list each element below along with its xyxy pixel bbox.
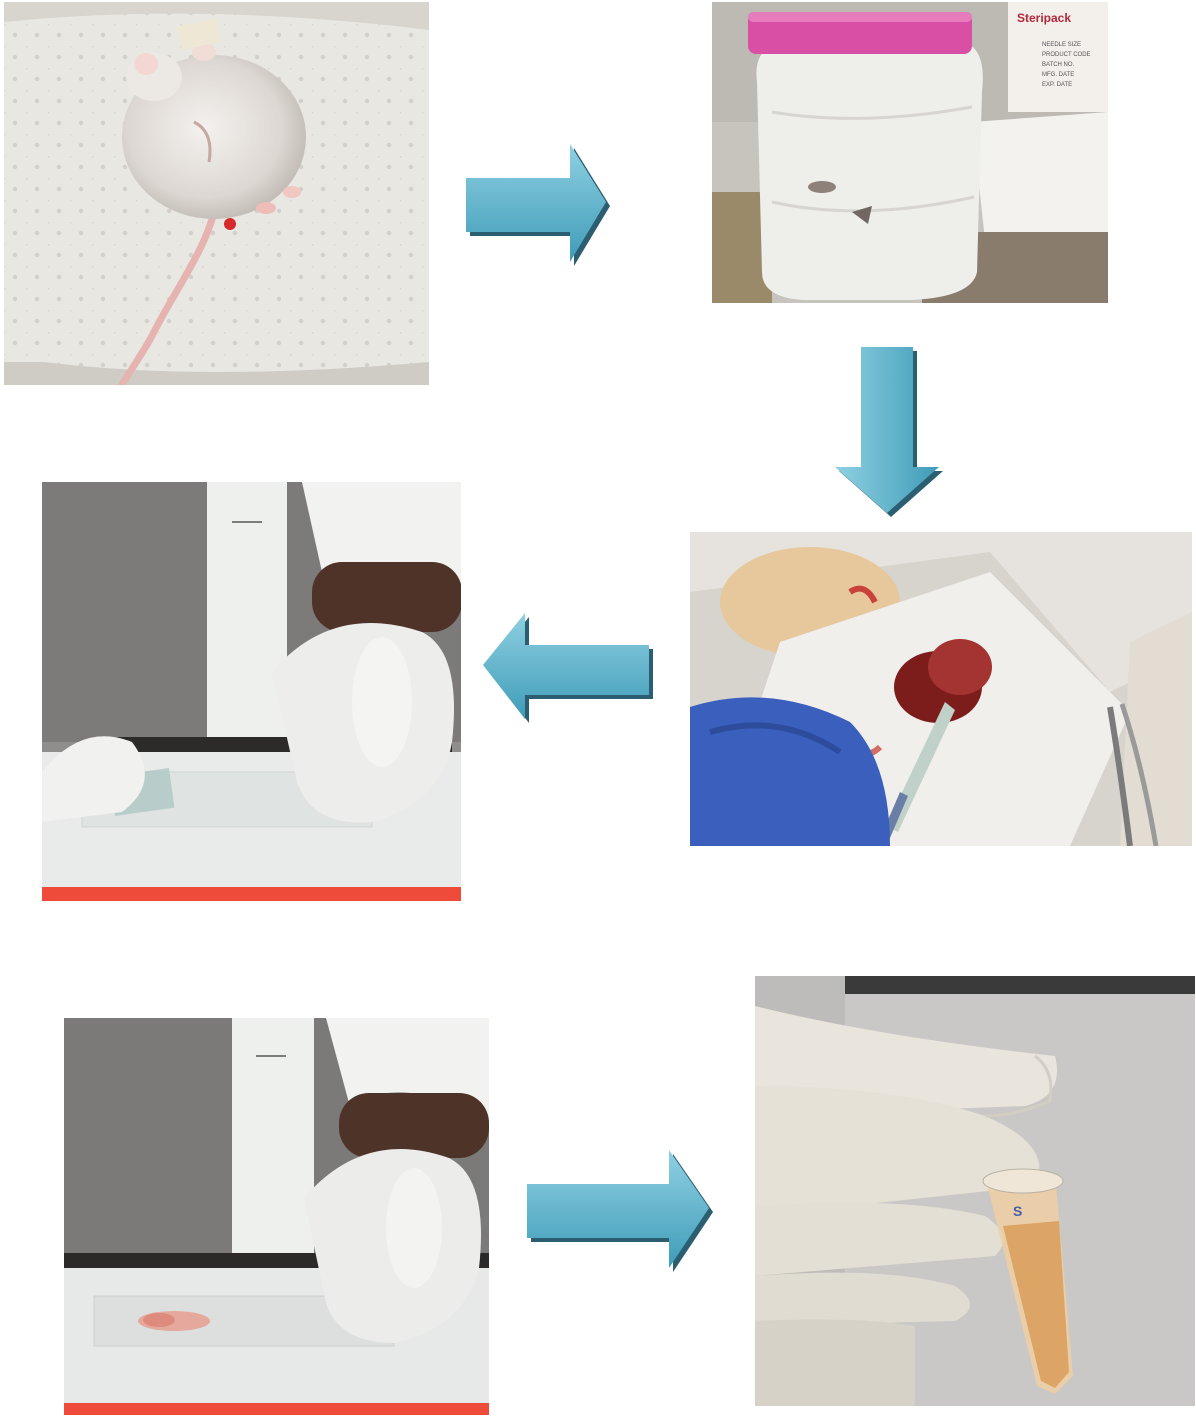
box-brand-text: Steripack [1017,11,1071,25]
mouse-photo [4,2,429,385]
tube-mark-text: S [1013,1203,1022,1219]
box-line-1: NEEDLE SIZE [1042,42,1081,48]
box-line-3: BATCH NO. [1042,62,1075,68]
smear-photo [42,482,461,901]
box-line-4: MFG. DATE [1042,72,1074,78]
arrow-left-icon [483,613,653,723]
arrow-right-icon [466,144,612,270]
arrow-down-icon [833,347,943,517]
arrow-right-icon [527,1150,715,1276]
slide-photo [64,1018,489,1415]
syringe-photo [690,532,1192,846]
box-line-2: PRODUCT CODE [1042,52,1091,58]
tube-photo: S [755,976,1195,1406]
box-line-5: EXP. DATE [1042,82,1072,88]
jar-photo: Steripack NEEDLE SIZE PRODUCT CODE BATCH… [712,2,1108,303]
